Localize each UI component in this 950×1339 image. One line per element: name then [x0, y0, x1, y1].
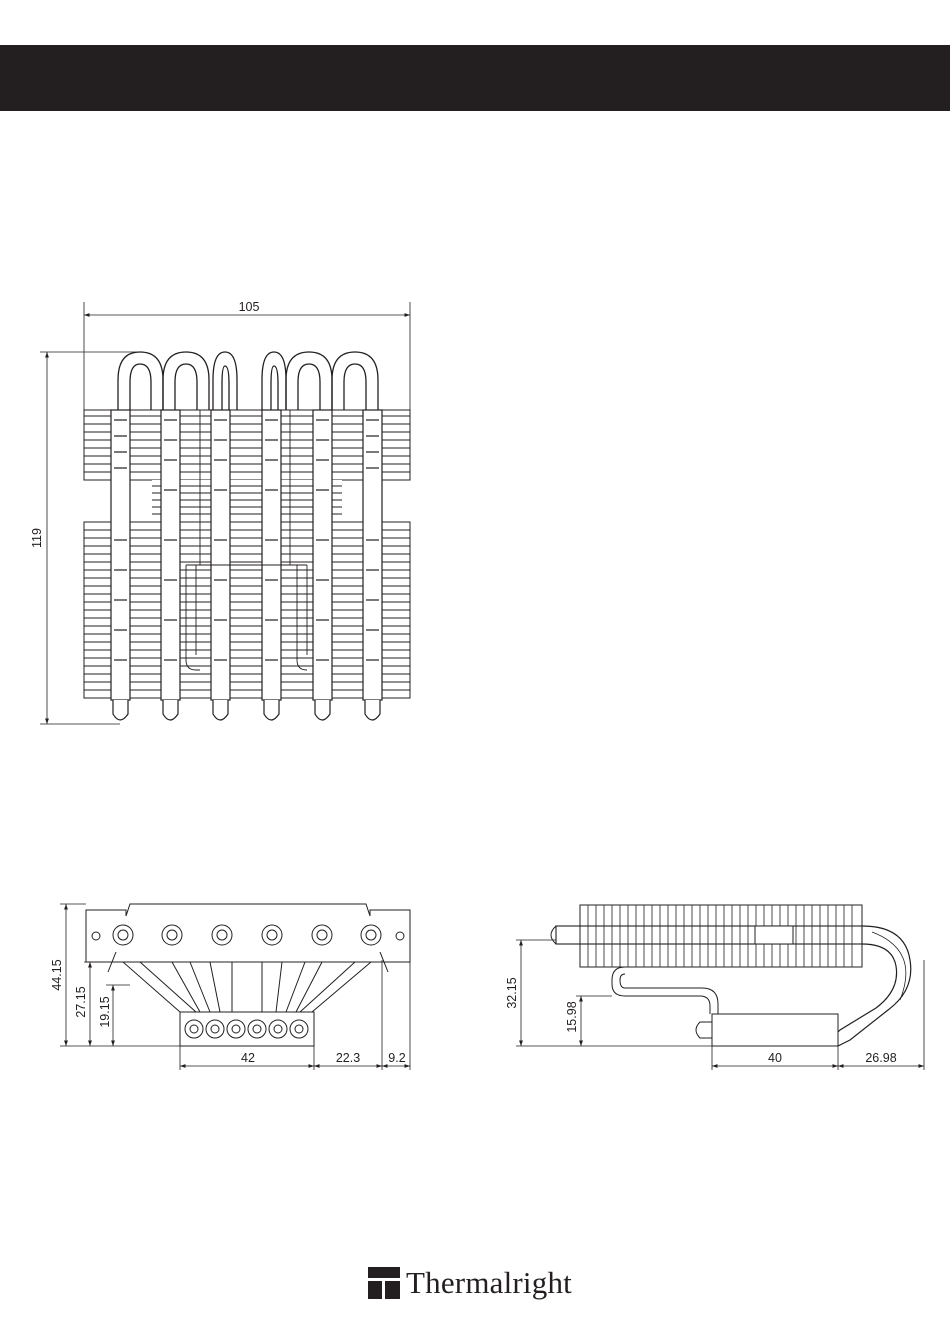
- top-view: [40, 302, 410, 724]
- heatpipe-loops: [118, 352, 378, 410]
- brand-logo: Thermalright: [368, 1265, 572, 1301]
- dimension-26-98: 26.98: [865, 1051, 896, 1065]
- lower-fin-stack: [84, 522, 410, 698]
- dimension-width-105: 105: [239, 300, 260, 314]
- dimension-27-15: 27.15: [74, 986, 88, 1017]
- dimension-19-15: 19.15: [98, 996, 112, 1027]
- dimension-height-119: 119: [30, 528, 44, 548]
- dimension-40: 40: [768, 1051, 782, 1065]
- dimension-15-98: 15.98: [565, 1001, 579, 1032]
- dimension-9-2: 9.2: [388, 1051, 405, 1065]
- side-base: [712, 1014, 838, 1046]
- side-view: [516, 905, 924, 1070]
- brand-name: Thermalright: [406, 1265, 572, 1301]
- copper-base: [180, 1012, 314, 1046]
- upper-fin-stack: [84, 410, 410, 480]
- heatpipe-tips: [113, 700, 380, 720]
- dimension-22-3: 22.3: [336, 1051, 360, 1065]
- thermalright-logo-icon: [368, 1267, 400, 1299]
- dimension-42: 42: [241, 1051, 255, 1065]
- front-view: [60, 904, 410, 1070]
- dimension-44-15: 44.15: [50, 959, 64, 990]
- dimension-32-15: 32.15: [505, 977, 519, 1008]
